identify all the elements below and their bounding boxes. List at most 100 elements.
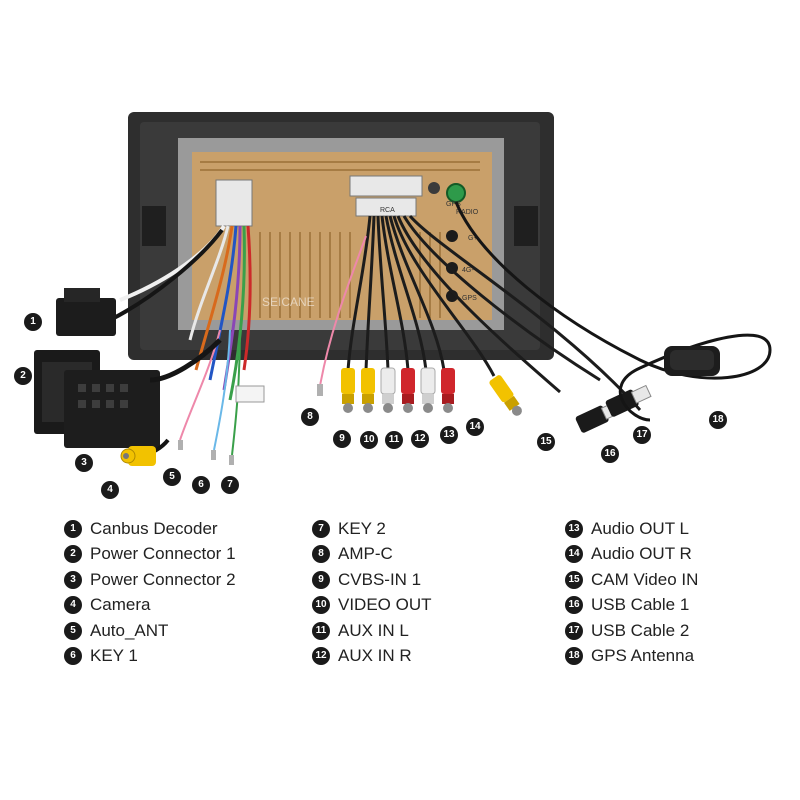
rca-plug-audio-out-r xyxy=(441,368,455,413)
marker-amp-c: 8 xyxy=(301,408,319,426)
legend-item: 13 Audio OUT L xyxy=(565,516,698,542)
rca-cables xyxy=(346,215,642,411)
rca-plug-aux-in-l xyxy=(380,367,396,413)
rca-plug-video-out xyxy=(361,368,375,413)
rca-plug-audio-out-l xyxy=(420,367,436,413)
legend-label: GPS Antenna xyxy=(591,646,695,666)
marker-canbus-decoder: 1 xyxy=(24,313,42,331)
legend-number: 11 xyxy=(312,621,330,640)
legend-number: 10 xyxy=(312,596,330,615)
wire-bundle xyxy=(109,224,252,401)
legend-item: 1 Canbus Decoder xyxy=(64,516,236,542)
legend-number: 12 xyxy=(312,647,330,666)
lead-tip-3 xyxy=(229,455,234,465)
lead-tip-2 xyxy=(211,450,216,460)
legend-item: 8 AMP-C xyxy=(312,542,432,568)
marker-auto-ant: 5 xyxy=(163,468,181,486)
legend-number: 5 xyxy=(64,621,82,640)
legend-label: USB Cable 2 xyxy=(591,620,690,640)
legend-number: 3 xyxy=(64,570,82,589)
legend-item: 12 AUX IN R xyxy=(312,644,432,670)
camera-rca xyxy=(120,446,156,466)
watermark-text: SEICANE xyxy=(262,295,315,309)
marker-power-connector-2: 3 xyxy=(75,454,93,472)
radio-jack xyxy=(428,182,440,194)
legend-item: 7 KEY 2 xyxy=(312,516,432,542)
legend-number: 13 xyxy=(565,519,583,538)
board-label-g: G+ xyxy=(468,235,478,242)
right-bracket xyxy=(514,206,538,246)
legend-number: 8 xyxy=(312,545,330,564)
legend-item: 5 Auto_ANT xyxy=(64,618,236,644)
marker-aux-in-r: 12 xyxy=(411,430,429,448)
board-label-radio: RADIO xyxy=(456,209,479,216)
key-label-tag xyxy=(235,385,265,403)
rca-plug-cam-video-in xyxy=(489,375,522,416)
legend-item: 2 Power Connector 1 xyxy=(64,542,236,568)
marker-video-out: 10 xyxy=(360,431,378,449)
connector-cable xyxy=(149,338,222,383)
marker-camera: 4 xyxy=(101,481,119,499)
legend-label: Power Connector 1 xyxy=(90,544,236,564)
legend-number: 17 xyxy=(565,621,583,640)
legend-label: KEY 1 xyxy=(90,646,138,666)
amp-c-tip xyxy=(317,384,323,396)
legend-item: 4 Camera xyxy=(64,593,236,619)
legend-label: Canbus Decoder xyxy=(90,518,218,538)
legend-item: 17 USB Cable 2 xyxy=(565,618,698,644)
legend-label: Audio OUT L xyxy=(591,518,689,538)
legend-number: 1 xyxy=(64,519,82,538)
board-label-gps2: GPS xyxy=(462,295,477,302)
legend-column-1: 1 Canbus Decoder 2 Power Connector 1 3 Powe… xyxy=(64,516,236,669)
legend-number: 15 xyxy=(565,570,583,589)
gps-jack xyxy=(446,183,466,203)
usb-cable-2 xyxy=(605,384,652,417)
board-label-4g: 4G- xyxy=(462,267,474,274)
marker-cam-video-in: 15 xyxy=(537,433,555,451)
gps-antenna-cable xyxy=(454,201,772,422)
marker-audio-out-r: 14 xyxy=(466,418,484,436)
legend-number: 9 xyxy=(312,570,330,589)
rca-connector xyxy=(349,175,423,197)
legend-label: USB Cable 1 xyxy=(591,595,690,615)
top-vents xyxy=(200,161,480,171)
marker-aux-in-l: 11 xyxy=(385,431,403,449)
marker-key-1: 6 xyxy=(192,476,210,494)
legend-label: CVBS-IN 1 xyxy=(338,569,422,589)
marker-power-connector-1: 2 xyxy=(14,367,32,385)
legend-label: AMP-C xyxy=(338,544,393,564)
legend-item: 15 CAM Video IN xyxy=(565,567,698,593)
marker-key-2: 7 xyxy=(221,476,239,494)
marker-usb-cable-1: 16 xyxy=(601,445,619,463)
legend-label: Power Connector 2 xyxy=(90,569,236,589)
legend-label: KEY 2 xyxy=(338,518,386,538)
gps-antenna-puck xyxy=(664,346,720,376)
legend-number: 7 xyxy=(312,519,330,538)
power-connector-2 xyxy=(64,370,160,448)
legend-label: Camera xyxy=(90,595,151,615)
legend-number: 18 xyxy=(565,647,583,666)
canbus-decoder xyxy=(56,288,116,336)
left-bracket xyxy=(142,206,166,246)
board-label-rca: RCA xyxy=(380,207,395,214)
legend-number: 2 xyxy=(64,545,82,564)
lead-tip-1 xyxy=(178,440,183,450)
legend-number: 4 xyxy=(64,596,82,615)
marker-gps-antenna: 18 xyxy=(709,411,727,429)
legend-label: AUX IN R xyxy=(338,646,412,666)
legend-label: VIDEO OUT xyxy=(338,595,432,615)
board-label-gps: GPS xyxy=(446,201,461,208)
legend-item: 6 KEY 1 xyxy=(64,644,236,670)
legend-label: Auto_ANT xyxy=(90,620,169,640)
legend-item: 18 GPS Antenna xyxy=(565,644,698,670)
legend-label: CAM Video IN xyxy=(591,569,699,589)
rca-plug-aux-in-r xyxy=(401,368,415,413)
legend-number: 6 xyxy=(64,647,82,666)
legend-item: 9 CVBS-IN 1 xyxy=(312,567,432,593)
